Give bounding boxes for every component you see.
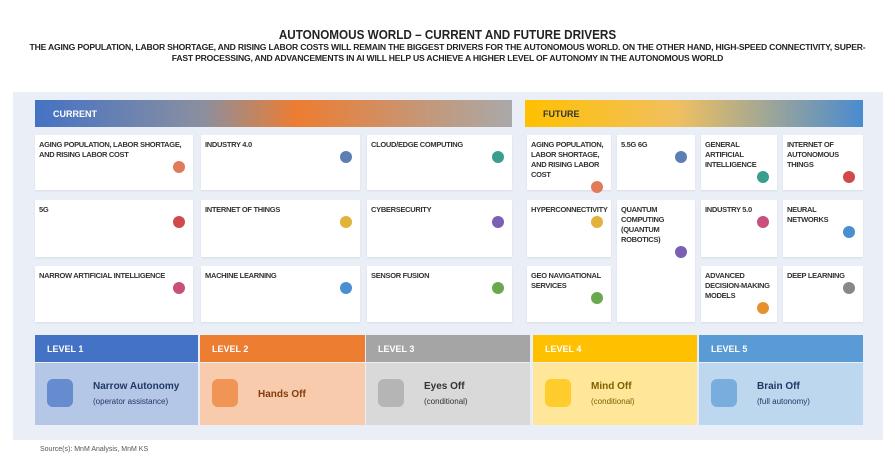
level-description: (full autonomy) xyxy=(757,397,810,406)
current-driver-card: AGING POPULATION, LABOR SHORTAGE, AND RI… xyxy=(35,135,193,190)
card-label: SENSOR FUSION xyxy=(371,271,430,280)
level-body: Narrow Autonomy (operator assistance) xyxy=(35,363,198,425)
card-label: INDUSTRY 5.0 xyxy=(705,205,752,214)
card-label: MACHINE LEARNING xyxy=(205,271,277,280)
current-driver-card: 5G xyxy=(35,200,193,257)
driver-icon xyxy=(173,282,185,294)
current-driver-card: INTERNET OF THINGS xyxy=(201,200,360,257)
level-icon xyxy=(212,379,238,407)
current-driver-card: NARROW ARTIFICIAL INTELLIGENCE xyxy=(35,266,193,322)
future-driver-card: DEEP LEARNING xyxy=(783,266,863,322)
driver-icon xyxy=(340,282,352,294)
card-label: CYBERSECURITY xyxy=(371,205,432,214)
future-header: FUTURE xyxy=(525,100,863,127)
future-driver-card: QUANTUM COMPUTING (QUANTUM ROBOTICS) xyxy=(617,200,695,322)
driver-icon xyxy=(591,216,603,228)
future-driver-card: 5.5G 6G xyxy=(617,135,695,190)
current-driver-card: SENSOR FUSION xyxy=(367,266,512,322)
level-description: (conditional) xyxy=(424,397,468,406)
future-driver-card: NEURAL NETWORKS xyxy=(783,200,863,257)
future-driver-card: INTERNET OF AUTONOMOUS THINGS xyxy=(783,135,863,190)
driver-icon xyxy=(173,216,185,228)
page-title: AUTONOMOUS WORLD – CURRENT AND FUTURE DR… xyxy=(278,27,617,42)
card-label: 5G xyxy=(39,205,49,214)
card-label: AGING POPULATION, LABOR SHORTAGE, AND RI… xyxy=(531,140,604,179)
level-body: Mind Off (conditional) xyxy=(533,363,697,425)
level-description: (operator assistance) xyxy=(93,397,169,406)
driver-icon xyxy=(843,282,855,294)
level-description: (conditional) xyxy=(591,397,635,406)
current-header: CURRENT xyxy=(35,100,512,127)
card-label: 5.5G 6G xyxy=(621,140,648,149)
driver-icon xyxy=(173,161,185,173)
driver-icon xyxy=(340,216,352,228)
future-driver-card: GENERAL ARTIFICIAL INTELLIGENCE xyxy=(701,135,777,190)
driver-icon xyxy=(492,216,504,228)
driver-icon xyxy=(591,292,603,304)
driver-icon xyxy=(757,171,769,183)
level-body: Brain Off (full autonomy) xyxy=(699,363,863,425)
future-driver-card: ADVANCED DECISION-MAKING MODELS xyxy=(701,266,777,322)
current-driver-card: CLOUD/EDGE COMPUTING xyxy=(367,135,512,190)
driver-icon xyxy=(757,302,769,314)
level-name: Brain Off xyxy=(757,381,800,392)
driver-icon xyxy=(675,246,687,258)
card-label: AGING POPULATION, LABOR SHORTAGE, AND RI… xyxy=(39,140,182,159)
level-name: Narrow Autonomy xyxy=(93,381,180,392)
driver-icon xyxy=(675,151,687,163)
card-label: NEURAL NETWORKS xyxy=(787,205,829,224)
current-driver-card: MACHINE LEARNING xyxy=(201,266,360,322)
level-header: LEVEL 3 xyxy=(366,335,530,362)
card-label: ADVANCED DECISION-MAKING MODELS xyxy=(705,271,770,300)
level-icon xyxy=(47,379,73,407)
level-body: Hands Off xyxy=(200,363,365,425)
level-header: LEVEL 2 xyxy=(200,335,365,362)
future-driver-card: INDUSTRY 5.0 xyxy=(701,200,777,257)
card-label: NARROW ARTIFICIAL INTELLIGENCE xyxy=(39,271,165,280)
driver-icon xyxy=(340,151,352,163)
level-header: LEVEL 1 xyxy=(35,335,198,362)
card-label: INDUSTRY 4.0 xyxy=(205,140,252,149)
card-label: INTERNET OF THINGS xyxy=(205,205,281,214)
level-header: LEVEL 4 xyxy=(533,335,697,362)
current-driver-card: INDUSTRY 4.0 xyxy=(201,135,360,190)
driver-icon xyxy=(492,282,504,294)
level-icon xyxy=(545,379,571,407)
page-subtitle: THE AGING POPULATION, LABOR SHORTAGE, AN… xyxy=(29,42,866,63)
driver-icon xyxy=(591,181,603,193)
driver-icon xyxy=(757,216,769,228)
level-icon xyxy=(711,379,737,407)
card-label: GENERAL ARTIFICIAL INTELLIGENCE xyxy=(705,140,757,169)
level-name: Eyes Off xyxy=(424,381,465,392)
level-icon xyxy=(378,379,404,407)
level-name: Mind Off xyxy=(591,381,632,392)
driver-icon xyxy=(492,151,504,163)
future-driver-card: HYPERCONNECTIVITY xyxy=(527,200,611,257)
card-label: DEEP LEARNING xyxy=(787,271,845,280)
future-driver-card: AGING POPULATION, LABOR SHORTAGE, AND RI… xyxy=(527,135,611,193)
level-header: LEVEL 5 xyxy=(699,335,863,362)
card-label: CLOUD/EDGE COMPUTING xyxy=(371,140,463,149)
source-note: Source(s): MnM Analysis, MnM KS xyxy=(40,446,149,453)
future-driver-card: GEO NAVIGATIONAL SERVICES xyxy=(527,266,611,322)
level-body: Eyes Off (conditional) xyxy=(366,363,530,425)
card-label: HYPERCONNECTIVITY xyxy=(531,205,608,214)
level-name: Hands Off xyxy=(258,389,306,400)
card-label: QUANTUM COMPUTING (QUANTUM ROBOTICS) xyxy=(621,205,665,244)
card-label: GEO NAVIGATIONAL SERVICES xyxy=(531,271,601,290)
driver-icon xyxy=(843,171,855,183)
card-label: INTERNET OF AUTONOMOUS THINGS xyxy=(787,140,839,169)
current-driver-card: CYBERSECURITY xyxy=(367,200,512,257)
driver-icon xyxy=(843,226,855,238)
